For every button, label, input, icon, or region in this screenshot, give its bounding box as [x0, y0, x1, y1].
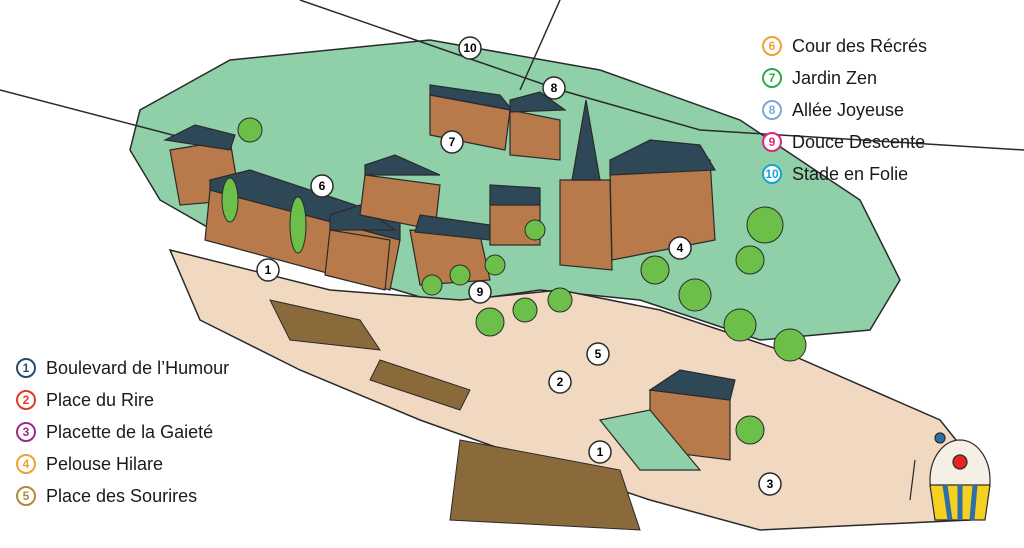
map-marker-number: 5 — [595, 347, 602, 361]
legend-item: 7 Jardin Zen — [762, 62, 927, 94]
map-marker-number: 7 — [449, 135, 456, 149]
legend-item: 10 Stade en Folie — [762, 158, 927, 190]
map-marker-circle — [586, 342, 610, 366]
legend-item: 6 Cour des Récrés — [762, 30, 927, 62]
map-marker-circle — [548, 370, 572, 394]
legend-number: 10 — [762, 164, 782, 184]
map-marker-circle — [468, 280, 492, 304]
legend-item: 3 Placette de la Gaieté — [16, 416, 229, 448]
map-marker-number: 2 — [557, 375, 564, 389]
dirt-field-1 — [269, 299, 382, 351]
legend-number: 9 — [762, 132, 782, 152]
map-marker-circle — [758, 472, 782, 496]
map-marker-number: 3 — [767, 477, 774, 491]
clown-egg-icon — [909, 432, 991, 521]
buildings — [163, 84, 736, 471]
map-marker-number: 4 — [677, 241, 684, 255]
legend-label: Place du Rire — [46, 389, 155, 410]
legend-number: 7 — [762, 68, 782, 88]
road-top — [299, 0, 1024, 151]
legend-item: 8 Allée Joyeuse — [762, 94, 927, 126]
map-marker-circle — [256, 258, 280, 282]
map-markers: 10 8 7 6 1 9 4 5 2 1 3 — [256, 36, 782, 496]
legend-label: Boulevard de l’Humour — [46, 357, 230, 378]
legend-number: 1 — [16, 358, 36, 378]
map-marker-number: 8 — [551, 81, 558, 95]
legend-number: 6 — [762, 36, 782, 56]
map-marker-number: 10 — [463, 41, 477, 55]
map-marker-circle — [310, 174, 334, 198]
map-marker-number: 9 — [477, 285, 484, 299]
legend-number: 3 — [16, 422, 36, 442]
dirt-field-2 — [369, 359, 471, 411]
road-vertical — [519, 0, 561, 91]
legend-item: 4 Pelouse Hilare — [16, 448, 229, 480]
map-marker-circle — [458, 36, 482, 60]
map-marker-circle — [588, 440, 612, 464]
legend-number: 8 — [762, 100, 782, 120]
legend-label: Pelouse Hilare — [46, 453, 164, 474]
legend-item: 9 Douce Descente — [762, 126, 927, 158]
legend-number: 4 — [16, 454, 36, 474]
legend-label: Jardin Zen — [792, 67, 878, 88]
legend-label: Stade en Folie — [792, 163, 909, 184]
legend-item: 5 Place des Sourires — [16, 480, 229, 512]
legend-top: 6 Cour des Récrés 7 Jardin Zen 8 Allée Joyeus… — [762, 30, 927, 190]
legend-label: Placette de la Gaieté — [46, 421, 214, 442]
legend-item: 1 Boulevard de l’Humour — [16, 352, 229, 384]
legend-number: 2 — [16, 390, 36, 410]
map-marker-number: 1 — [597, 445, 604, 459]
trees — [221, 117, 807, 445]
map-marker-circle — [542, 76, 566, 100]
legend-number: 5 — [16, 486, 36, 506]
legend-label: Douce Descente — [792, 131, 926, 152]
legend-item: 2 Place du Rire — [16, 384, 229, 416]
map-marker-number: 1 — [265, 263, 272, 277]
map-marker-circle — [668, 236, 692, 260]
legend-label: Place des Sourires — [46, 485, 198, 506]
dirt-field-3 — [449, 439, 641, 531]
map-marker-circle — [440, 130, 464, 154]
legend-label: Cour des Récrés — [792, 35, 928, 56]
map-marker-number: 6 — [319, 179, 326, 193]
legend-label: Allée Joyeuse — [792, 99, 905, 120]
